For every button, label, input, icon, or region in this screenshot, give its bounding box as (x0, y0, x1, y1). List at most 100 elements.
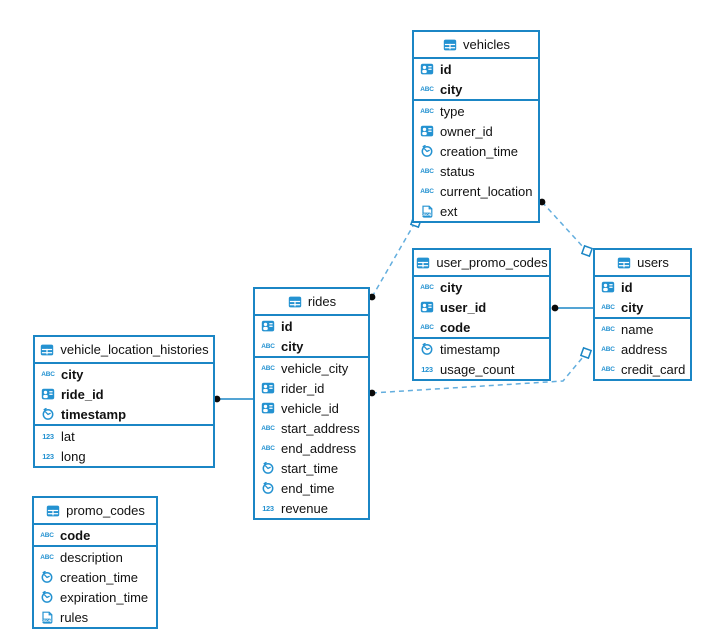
number-type-icon: 123 (262, 503, 274, 513)
table-header[interactable]: promo_codes (34, 498, 156, 525)
column-name: id (621, 279, 633, 295)
table-header[interactable]: user_promo_codes (414, 250, 549, 277)
column-name: rules (60, 609, 89, 625)
column-name: end_address (281, 440, 357, 456)
table-header[interactable]: rides (255, 289, 368, 316)
timestamp-type-icon (260, 461, 276, 475)
column-name: rider_id (281, 380, 325, 396)
id-type-icon (600, 280, 616, 294)
id-type-icon (260, 319, 276, 333)
table-header[interactable]: users (595, 250, 690, 277)
table-icon (45, 504, 61, 518)
string-type-icon: ABC (261, 444, 275, 452)
column-name: city (281, 338, 304, 354)
table-icon (287, 295, 303, 309)
column-row-id: id (414, 59, 538, 79)
column-row-owner_id: owner_id (414, 121, 538, 141)
column-row-type: ABC type (414, 101, 538, 121)
column-row-user_id: user_id (414, 297, 549, 317)
column-row-vehicle_id: vehicle_id (255, 398, 368, 418)
string-type-icon: ABC (420, 187, 434, 195)
column-name: description (60, 549, 123, 565)
column-name: city (61, 366, 84, 382)
column-row-lat: 123 lat (35, 426, 213, 446)
column-row-timestamp: timestamp (35, 404, 213, 424)
column-row-start_address: ABC start_address (255, 418, 368, 438)
column-name: city (440, 279, 463, 295)
string-type-icon: ABC (601, 365, 615, 373)
column-row-start_time: start_time (255, 458, 368, 478)
column-name: start_address (281, 420, 360, 436)
column-name: end_time (281, 480, 335, 496)
column-row-rider_id: rider_id (255, 378, 368, 398)
string-type-icon: ABC (420, 323, 434, 331)
one-side-marker (580, 244, 594, 258)
column-name: id (281, 318, 293, 334)
column-name: ext (440, 203, 458, 219)
string-type-icon: ABC (41, 370, 55, 378)
string-type-icon: ABC (261, 424, 275, 432)
string-type-icon: ABC (420, 167, 434, 175)
id-type-icon (419, 124, 435, 138)
string-type-icon: ABC (420, 107, 434, 115)
table-icon (616, 256, 632, 270)
column-name: ride_id (61, 386, 104, 402)
table-header[interactable]: vehicle_location_histories (35, 337, 213, 364)
column-row-id: id (255, 316, 368, 336)
column-name: vehicle_city (281, 360, 349, 376)
table-name: users (637, 255, 669, 270)
column-name: city (440, 81, 463, 97)
timestamp-type-icon (39, 570, 55, 584)
column-name: user_id (440, 299, 487, 315)
table-name: rides (307, 294, 337, 309)
column-name: type (440, 103, 465, 119)
column-name: credit_card (621, 361, 686, 377)
relationship-rides-to-vehicles (371, 225, 414, 298)
timestamp-type-icon (40, 407, 56, 421)
column-name: id (440, 61, 452, 77)
id-type-icon (40, 387, 56, 401)
string-type-icon: ABC (420, 283, 434, 291)
svg-text:JSON: JSON (422, 213, 432, 217)
id-type-icon (419, 300, 435, 314)
number-type-icon: 123 (421, 364, 433, 374)
column-name: lat (61, 428, 75, 444)
timestamp-type-icon (419, 342, 435, 356)
id-type-icon (260, 381, 276, 395)
json-type-icon: JSON (419, 204, 435, 218)
number-type-icon: 123 (42, 431, 54, 441)
column-name: code (440, 319, 471, 335)
string-type-icon: ABC (420, 85, 434, 93)
table-icon (39, 343, 55, 357)
column-row-creation_time: creation_time (414, 141, 538, 161)
column-row-timestamp: timestamp (414, 339, 549, 359)
json-type-icon: JSON (39, 610, 55, 624)
string-type-icon: ABC (261, 342, 275, 350)
string-type-icon: ABC (40, 531, 54, 539)
table-header[interactable]: vehicles (414, 32, 538, 59)
column-name: owner_id (440, 123, 493, 139)
column-name: expiration_time (60, 589, 149, 605)
column-row-ext: JSON ext (414, 201, 538, 221)
column-row-credit_card: ABC credit_card (595, 359, 690, 379)
